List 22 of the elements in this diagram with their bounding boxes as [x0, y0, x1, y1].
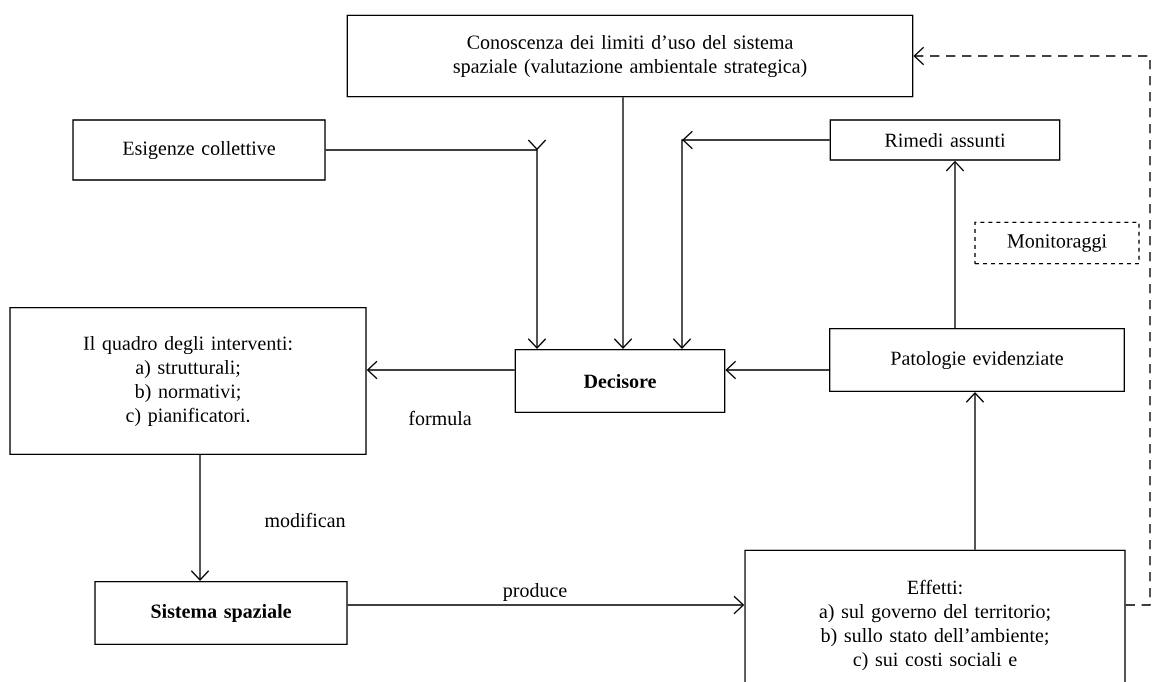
edge-label: formula	[407, 409, 473, 427]
process-box: Effetti: a) sul governo del territorio; b) sullo stato dell’ambiente; c) sui costi sociali e	[744, 549, 1126, 682]
arrow	[366, 360, 516, 380]
arrow	[190, 454, 210, 581]
arrow	[613, 96, 633, 349]
arrow	[672, 130, 831, 349]
dashed-box: Monitoraggi	[974, 221, 1140, 265]
edge-label: modifican	[263, 511, 347, 529]
decision-box: Decisore	[514, 349, 726, 413]
process-box: Sistema spaziale	[94, 581, 348, 645]
edge-label: produce	[501, 581, 569, 603]
process-box: Il quadro degli interventi: a) strutturali; b) normativi; c) pianificatori.	[9, 307, 367, 455]
arrow	[945, 160, 965, 329]
process-box: Rimedi assunti	[829, 119, 1061, 161]
arrow	[347, 595, 745, 615]
arrow	[965, 392, 985, 551]
arrow	[913, 46, 1151, 606]
arrow	[725, 360, 830, 380]
process-box: Conoscenza dei limiti d’uso del sistema spaziale (valutazione ambientale strategica)	[346, 14, 914, 98]
arrow	[325, 139, 547, 349]
process-box: Patologie evidenziate	[829, 328, 1125, 392]
process-box: Esigenze collettive	[72, 119, 326, 181]
